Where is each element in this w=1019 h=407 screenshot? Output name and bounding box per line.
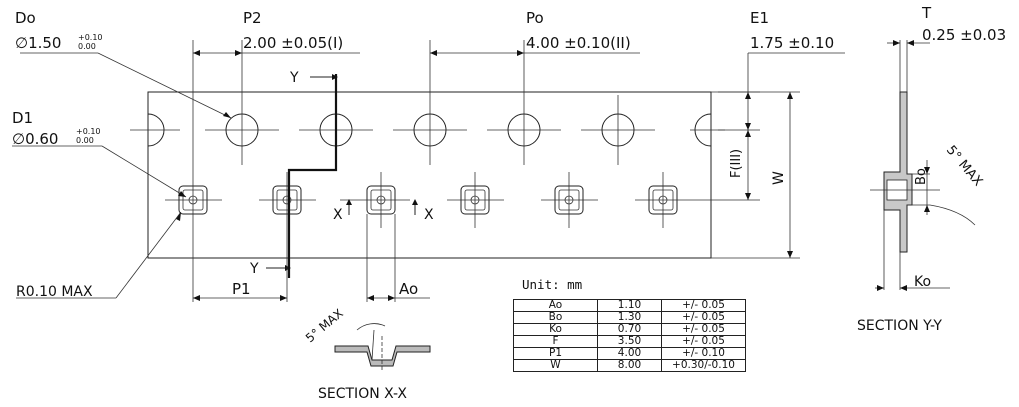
table-cell-value: 1.30: [597, 311, 662, 324]
po-name: Po: [526, 9, 544, 27]
do-tol-plus: +0.10: [78, 33, 103, 42]
d1-tol-minus: 0.00: [76, 136, 94, 145]
table-cell-param: Bo: [513, 311, 598, 324]
table-cell-value: 1.10: [597, 299, 662, 312]
section-yy-cutline: [266, 74, 338, 278]
max-angle-xx: 5° MAX: [303, 306, 346, 345]
x-right-label: X: [424, 207, 434, 223]
table-cell-value: 4.00: [597, 347, 662, 360]
table-cell-value: 3.50: [597, 335, 662, 348]
pockets: [165, 172, 692, 302]
e1-name: E1: [750, 9, 769, 27]
table-cell-param: P1: [513, 347, 598, 360]
table-cell-tolerance: +/- 0.05: [661, 299, 746, 312]
table-cell-tolerance: +/- 0.10: [661, 347, 746, 360]
table-cell-tolerance: +0.30/-0.10: [661, 359, 746, 372]
ao-label: Ao: [399, 280, 418, 298]
r-max-label: R0.10 MAX: [16, 284, 93, 300]
ko-label: Ko: [914, 274, 931, 290]
table-row: F 3.50 +/- 0.05: [513, 335, 746, 348]
p2-value: 2.00 ±0.05(I): [243, 34, 343, 52]
ao-dimension: [366, 214, 430, 302]
tape-outline: [147, 91, 712, 259]
y-bottom-label: Y: [249, 261, 259, 277]
sprocket-holes: [130, 40, 725, 165]
e1-dimension: [692, 52, 845, 201]
table-cell-param: W: [513, 359, 598, 372]
table-row: Ao 1.10 +/- 0.05: [513, 299, 746, 312]
table-cell-value: 8.00: [597, 359, 662, 372]
section-yy-profile: [870, 40, 976, 291]
unit-label: Unit: mm: [522, 277, 582, 292]
do-tol-minus: 0.00: [78, 42, 96, 51]
x-left-label: X: [333, 207, 343, 223]
max-angle-yy: 5° MAX: [943, 143, 985, 189]
section-yy-title: SECTION Y-Y: [857, 318, 942, 334]
table-cell-tolerance: +/- 0.05: [661, 323, 746, 336]
do-name: Do: [15, 9, 36, 27]
w-dimension: [711, 91, 800, 259]
table-cell-tolerance: +/- 0.05: [661, 311, 746, 324]
r-max-leader: [115, 211, 182, 299]
table-row: Bo 1.30 +/- 0.05: [513, 311, 746, 324]
d1-tol-plus: +0.10: [76, 127, 101, 136]
e1-value: 1.75 ±0.10: [750, 34, 834, 52]
po-value: 4.00 ±0.10(II): [526, 34, 631, 52]
spec-table: Ao 1.10 +/- 0.05 Bo 1.30 +/- 0.05 Ko 0.7…: [513, 299, 746, 372]
p1-label: P1: [232, 280, 251, 298]
t-name: T: [921, 4, 932, 22]
p2-name: P2: [243, 9, 262, 27]
d1-name: D1: [12, 109, 33, 127]
y-top-label: Y: [289, 70, 299, 86]
table-row: P1 4.00 +/- 0.10: [513, 347, 746, 360]
t-value: 0.25 ±0.03: [922, 26, 1006, 44]
p2-dimension: [192, 40, 360, 172]
table-cell-param: F: [513, 335, 598, 348]
bo-label: Bo: [914, 168, 929, 185]
table-cell-value: 0.70: [597, 323, 662, 336]
do-value: ∅1.50: [15, 34, 61, 52]
po-dimension: [430, 40, 640, 95]
d1-value: ∅0.60: [12, 130, 58, 148]
section-xx-profile: [334, 323, 431, 372]
p1-dimension: [193, 228, 288, 302]
section-xx-cutline: [346, 199, 418, 215]
table-cell-param: Ko: [513, 323, 598, 336]
do-leader: [97, 52, 232, 119]
table-row: Ko 0.70 +/- 0.05: [513, 323, 746, 336]
table-cell-tolerance: +/- 0.05: [661, 335, 746, 348]
f-label: F(III): [729, 149, 744, 178]
table-row: W 8.00 +0.30/-0.10: [513, 359, 746, 372]
table-cell-param: Ao: [513, 299, 598, 312]
d1-leader: [101, 145, 187, 198]
w-label: W: [771, 171, 787, 185]
section-xx-title: SECTION X-X: [318, 386, 407, 402]
